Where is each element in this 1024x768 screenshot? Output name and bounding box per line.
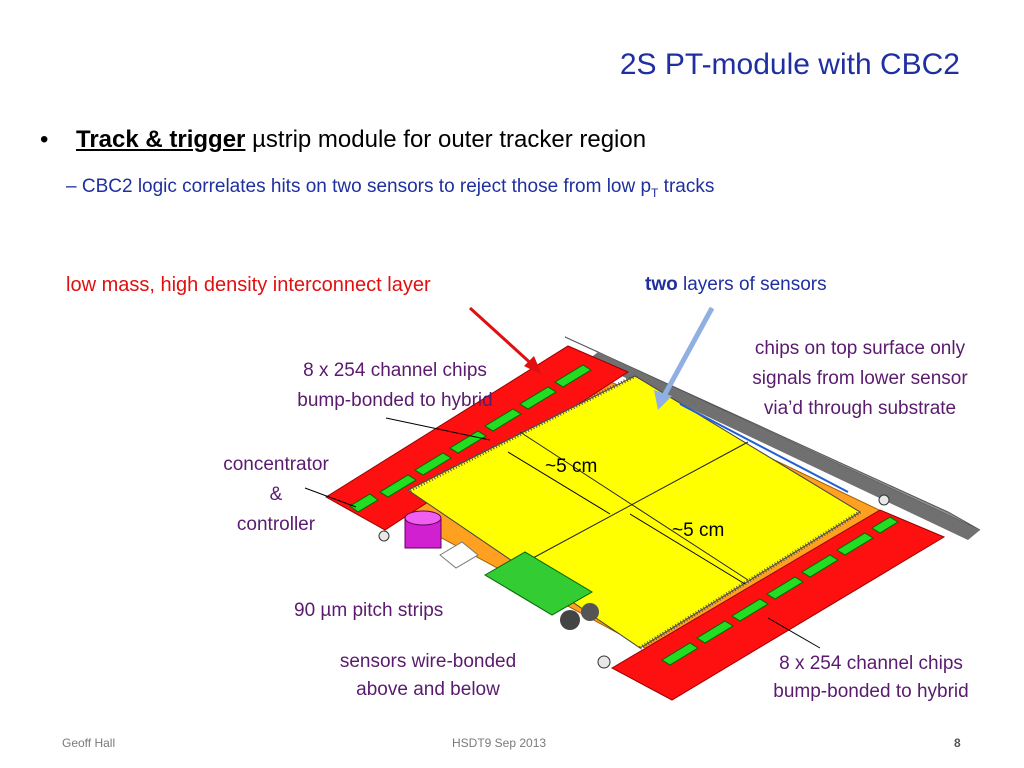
lower-sensor-edge (679, 403, 849, 493)
annotation-arrows (304, 417, 821, 649)
bullet-rest: µstrip module for outer tracker region (245, 126, 647, 153)
label-pitch-strips: 90 µm pitch strips (294, 600, 444, 621)
label-concentrator-line2: & (269, 484, 283, 505)
wirebond-comb-left (409, 374, 636, 492)
label-wire-bonded-line2: above and below (356, 679, 500, 700)
sub-bullet-marker: – (66, 176, 77, 197)
label-wire-bonded-line1: sensors wire-bonded (339, 651, 517, 672)
label-chips-right-line1: 8 x 254 channel chips (779, 653, 963, 674)
footer-author: Geoff Hall (62, 736, 116, 750)
white-component (439, 541, 479, 569)
label-chips-left-line1: 8 x 254 channel chips (303, 360, 487, 381)
label-two-word: two (645, 274, 678, 295)
chips-left-row (349, 364, 592, 513)
label-wire-bonded: sensors wire-bonded above and below (298, 648, 558, 704)
bullet-bold: Track & trigger (76, 126, 246, 153)
label-chips-top-line2: signals from lower sensor (752, 368, 968, 389)
blue-arrowhead (654, 390, 672, 410)
sub-bullet-text: CBC2 logic correlates hits on two sensor… (81, 176, 652, 197)
sensor-divider-2 (519, 441, 749, 566)
sub-bullet-tail: tracks (658, 176, 715, 197)
screws (378, 494, 890, 669)
label-chips-left-line2: bump-bonded to hybrid (297, 390, 493, 411)
blue-arrow (661, 306, 715, 398)
label-chips-top-line3: via’d through substrate (763, 398, 957, 419)
bullet-track-trigger: • Track & trigger µstrip module for outer… (40, 126, 646, 154)
red-arrow (468, 306, 538, 370)
label-chips-left: 8 x 254 channel chips bump-bonded to hyb… (262, 356, 528, 416)
sub-bullet-subscript: T (651, 185, 659, 200)
label-chips-top-line1: chips on top surface only (754, 338, 966, 359)
label-chips-top: chips on top surface only signals from l… (720, 334, 1000, 424)
sensor-divider-1 (519, 431, 749, 581)
gray-frame-edge (588, 352, 980, 540)
slide-title: 2S PT-module with CBC2 (619, 48, 960, 81)
sub-bullet-cbc2: – CBC2 logic correlates hits on two sens… (66, 176, 714, 200)
chips-right-row (661, 516, 899, 666)
label-two-rest: layers of sensors (677, 274, 827, 295)
connector (484, 551, 599, 630)
label-concentrator-line3: controller (236, 514, 316, 535)
footer-event: HSDT9 Sep 2013 (452, 736, 547, 750)
concentrator-cylinder (404, 510, 442, 549)
label-dimension-1: ~5 cm (545, 456, 598, 477)
bullet-marker: • (40, 126, 49, 153)
footer-page-number: 8 (954, 736, 961, 750)
label-dimension-2: ~5 cm (672, 520, 725, 541)
label-chips-right: 8 x 254 channel chips bump-bonded to hyb… (738, 650, 1004, 706)
label-two-layers: two layers of sensors (645, 274, 827, 296)
hybrid-right (610, 509, 946, 701)
wirebond-comb-right (638, 510, 862, 650)
label-interconnect: low mass, high density interconnect laye… (66, 274, 431, 296)
red-arrowhead (524, 356, 542, 375)
label-chips-right-line2: bump-bonded to hybrid (773, 681, 969, 702)
label-concentrator: concentrator & controller (196, 450, 356, 540)
label-concentrator-line1: concentrator (223, 454, 329, 475)
